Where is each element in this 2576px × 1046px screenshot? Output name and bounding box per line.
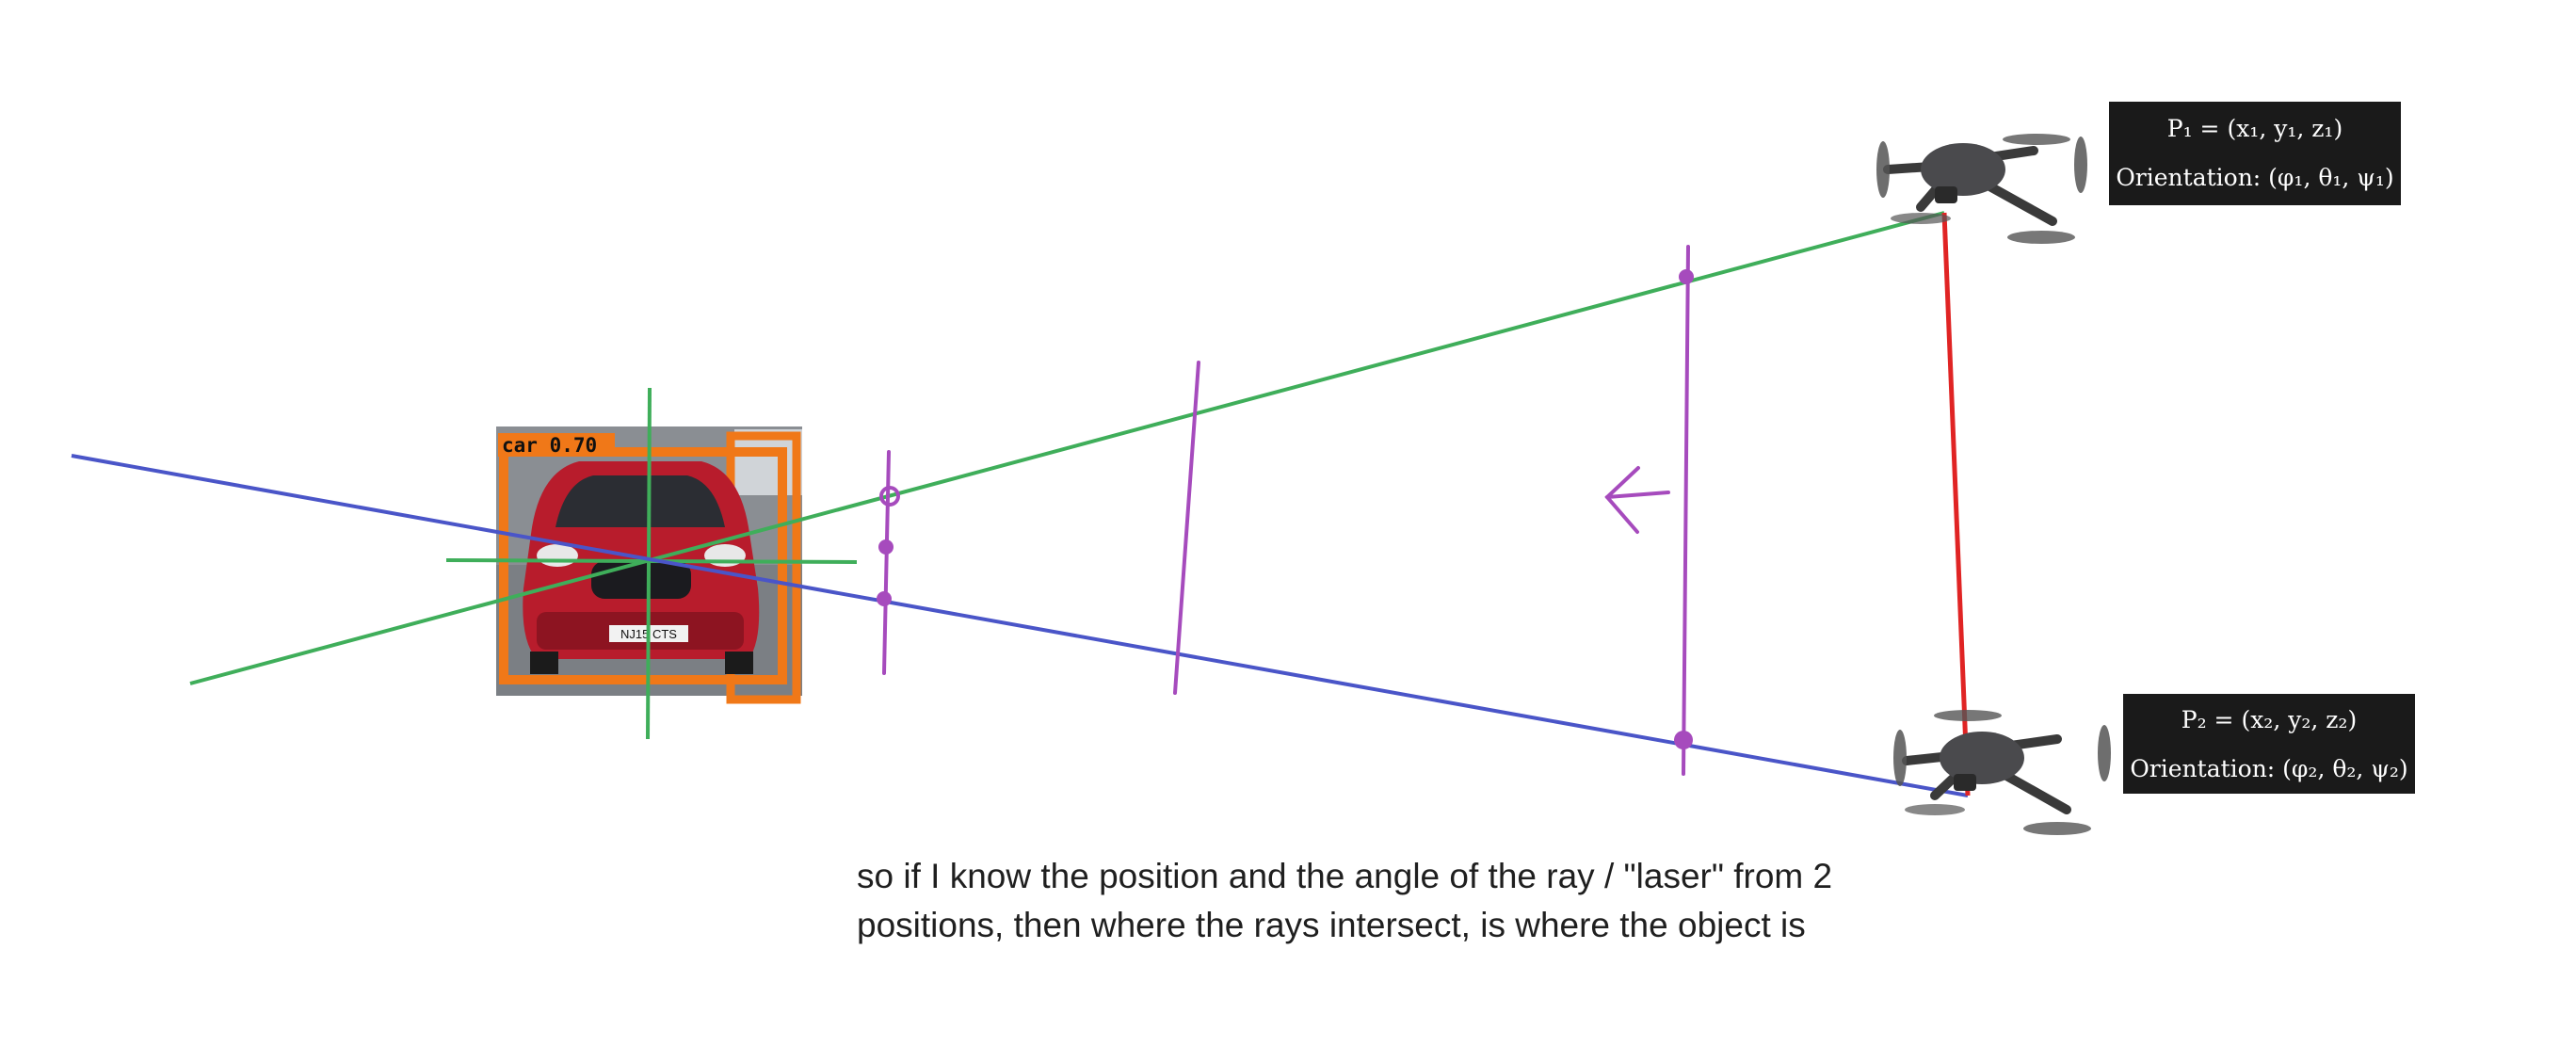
drone-2-orientation: Orientation: (φ₂, θ₂, ψ₂) — [2130, 755, 2407, 782]
annotations — [879, 245, 1690, 776]
drone-1-orientation: Orientation: (φ₁, θ₁, ψ₁) — [2116, 164, 2393, 191]
drone-1-label: P₁ = (x₁, y₁, z₁) Orientation: (φ₁, θ₁, … — [2109, 102, 2401, 205]
car-wheel-right — [725, 652, 753, 674]
blue-ray — [71, 454, 1969, 797]
ray-point-near-center — [878, 539, 894, 555]
ray-point-near-top — [879, 486, 900, 507]
ray-point-far-bottom — [1674, 731, 1693, 749]
ray-point-near-bottom — [877, 591, 892, 606]
drone-1-icon — [1876, 134, 2087, 244]
car-wheel-left — [530, 652, 558, 674]
drone-2-label-bg — [2123, 694, 2415, 794]
crosshair-vertical — [646, 387, 652, 740]
direction-arrow — [1604, 466, 1640, 534]
detection-label: car 0.70 — [502, 434, 597, 457]
detection-label-bg — [498, 433, 615, 457]
car-windshield — [555, 475, 725, 527]
detection-box — [499, 447, 787, 684]
background-building — [734, 429, 802, 495]
drone-1-position: P₁ = (x₁, y₁, z₁) — [2167, 115, 2343, 142]
car-grille — [591, 561, 691, 599]
section-line-middle — [1173, 361, 1200, 695]
caption: so if I know the position and the angle … — [857, 857, 1832, 944]
section-line-far — [1682, 245, 1690, 776]
drone-baseline — [1941, 212, 1971, 797]
green-ray — [189, 211, 1945, 685]
drone-2-position: P₂ = (x₂, y₂, z₂) — [2182, 706, 2357, 733]
caption-line-2: positions, then where the rays intersect… — [857, 906, 1806, 944]
ray-point-far-top — [1679, 269, 1694, 284]
drone-2-icon — [1893, 710, 2111, 835]
drone-2-label: P₂ = (x₂, y₂, z₂) Orientation: (φ₂, θ₂, … — [2123, 694, 2415, 794]
car-headlight-left — [537, 544, 578, 567]
section-line-near — [882, 450, 891, 675]
drone-1-label-bg — [2109, 102, 2401, 205]
intersection-dots — [877, 269, 1694, 749]
direction-arrow-shaft — [1605, 491, 1670, 499]
caption-line-1: so if I know the position and the angle … — [857, 857, 1832, 895]
